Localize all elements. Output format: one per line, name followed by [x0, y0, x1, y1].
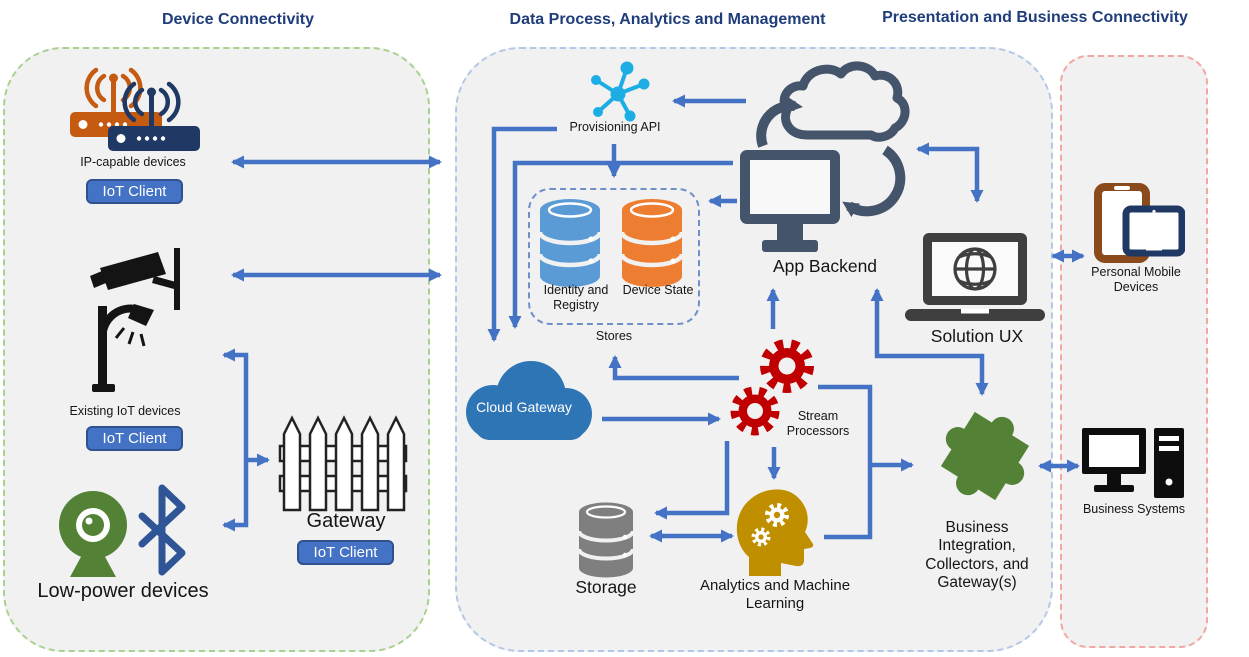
cloud-gateway-label: Cloud Gateway: [476, 399, 572, 415]
gateway-label: Gateway: [306, 510, 386, 532]
section-title-presentation: Presentation and Business Connectivity: [882, 9, 1188, 26]
iot-client-badge-existing-iot: IoT Client: [86, 426, 183, 451]
ip-capable-devices-label: IP-capable devices: [80, 155, 186, 169]
low-power-devices-label: Low-power devices: [37, 580, 209, 602]
device-state-database-icon: [620, 199, 684, 287]
iot-client-badge-gateway: IoT Client: [297, 540, 394, 565]
device-state-label: Device State: [622, 283, 694, 297]
provisioning-api-icon: [591, 61, 650, 122]
business-systems-label: Business Systems: [1082, 502, 1186, 516]
bluetooth-icon: [138, 484, 186, 576]
app-backend-icon: [740, 61, 910, 252]
business-integration-label: Business Integration, Collectors, and Ga…: [925, 519, 1029, 591]
business-systems-pc-icon: [1082, 428, 1184, 498]
stream-processors-gears-icon: [730, 339, 814, 436]
analytics-ml-label: Analytics and Machine Learning: [699, 577, 851, 612]
wifi-routers-icon: [70, 67, 200, 151]
analytics-ml-head-icon: [736, 489, 814, 576]
identity-registry-label: Identity and Registry: [543, 283, 609, 312]
app-backend-label: App Backend: [772, 256, 878, 276]
business-integration-puzzle-icon: [940, 411, 1030, 501]
solution-ux-laptop-icon: [905, 233, 1045, 321]
storage-database-icon: [577, 502, 635, 578]
fence-gateway-icon: [278, 415, 408, 512]
stores-label: Stores: [595, 329, 633, 343]
solution-ux-label: Solution UX: [930, 326, 1024, 346]
existing-iot-devices-label: Existing IoT devices: [69, 404, 181, 418]
iot-client-badge-ip-devices: IoT Client: [86, 179, 183, 204]
stream-processors-label: Stream Processors: [786, 409, 850, 438]
presentation-panel: [1060, 55, 1208, 648]
storage-label: Storage: [575, 577, 637, 597]
mobile-devices-icon: [1094, 183, 1185, 263]
section-title-device-connectivity: Device Connectivity: [161, 11, 315, 28]
provisioning-api-label: Provisioning API: [569, 120, 661, 134]
camera-streetlamp-icon: [90, 248, 180, 392]
section-title-data-process: Data Process, Analytics and Management: [509, 11, 826, 28]
identity-registry-database-icon: [538, 199, 602, 287]
webcam-icon: [59, 491, 127, 577]
personal-mobile-devices-label: Personal Mobile Devices: [1091, 265, 1181, 294]
cloud-gateway-icon: [466, 361, 592, 440]
